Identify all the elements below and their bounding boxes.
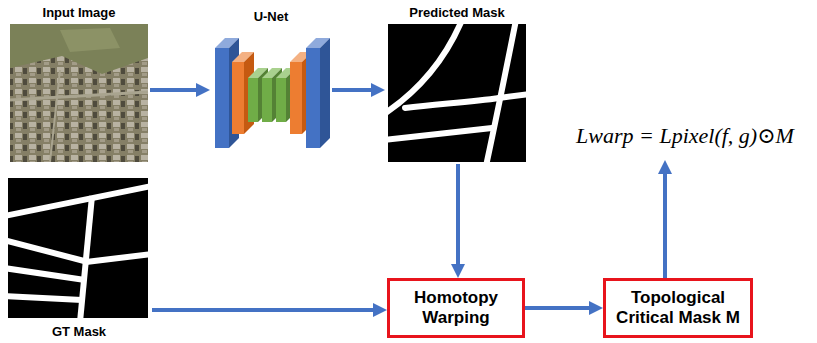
panel-title: Predicted Mask bbox=[385, 5, 529, 21]
road-line bbox=[499, 94, 526, 98]
box-label: Topological Critical Mask M bbox=[612, 288, 744, 328]
flow-arrow bbox=[332, 88, 379, 92]
slab-face bbox=[248, 78, 258, 122]
slab-face bbox=[276, 78, 286, 122]
loss-formula: Lwarp = Lpixel(f, g)⊙M bbox=[568, 112, 802, 160]
blue-slab bbox=[306, 38, 330, 148]
slab-face bbox=[306, 48, 320, 148]
panel-title: Input Image bbox=[8, 5, 150, 21]
image-panel: GT Mask bbox=[6, 176, 152, 341]
panel-title: U-Net bbox=[210, 9, 332, 25]
flow-arrow bbox=[150, 88, 204, 92]
process-box: Homotopy Warping bbox=[387, 278, 525, 338]
road-lines bbox=[8, 186, 148, 318]
flow-arrow bbox=[152, 308, 381, 312]
flow-arrow bbox=[663, 166, 667, 278]
process-box: Topological Critical Mask M bbox=[603, 278, 753, 338]
network-panel: U-Net bbox=[210, 8, 332, 154]
image-panel: Predicted Mask bbox=[385, 4, 529, 164]
formula-text: Lwarp = Lpixel(f, g)⊙M bbox=[576, 123, 794, 149]
slab-face bbox=[215, 48, 229, 148]
slab-face bbox=[290, 62, 302, 134]
street-line bbox=[50, 70, 60, 162]
gt-mask-image bbox=[4, 178, 152, 322]
panel-title: GT Mask bbox=[6, 324, 152, 340]
slab-face bbox=[320, 38, 330, 148]
street-line bbox=[10, 92, 148, 100]
predicted-mask-image bbox=[384, 20, 530, 166]
box-label: Homotopy Warping bbox=[396, 288, 516, 328]
road-line bbox=[8, 296, 82, 300]
field-area bbox=[10, 24, 148, 74]
road-line bbox=[405, 98, 500, 108]
flow-arrow bbox=[456, 164, 460, 272]
road-line bbox=[86, 254, 148, 262]
road-line bbox=[486, 24, 516, 162]
unet-symbol bbox=[215, 38, 330, 148]
road-line bbox=[8, 186, 148, 216]
road-line bbox=[8, 240, 88, 262]
road-line bbox=[8, 268, 85, 280]
slab-face bbox=[232, 62, 244, 134]
road-line bbox=[388, 128, 492, 140]
image-panel: Input Image bbox=[8, 4, 150, 164]
satellite-image bbox=[10, 24, 148, 162]
image-ground bbox=[10, 24, 148, 162]
slab-face bbox=[262, 78, 272, 122]
field-area bbox=[60, 28, 120, 52]
flow-arrow bbox=[525, 306, 597, 310]
road-lines bbox=[388, 24, 526, 162]
